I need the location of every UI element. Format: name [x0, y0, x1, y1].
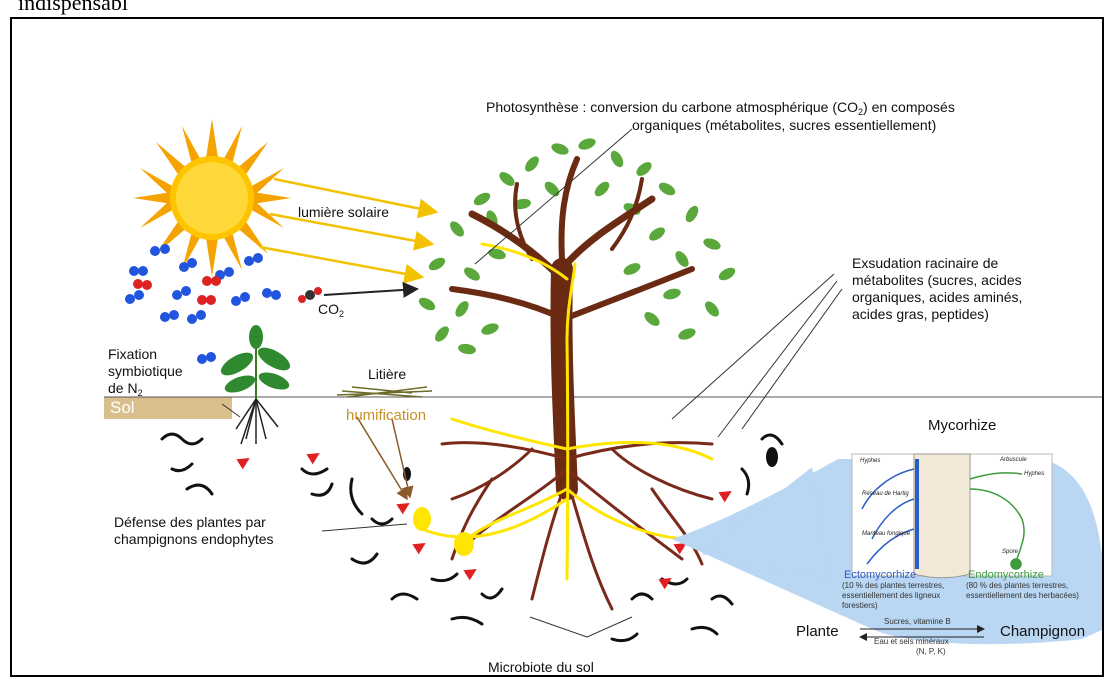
litter-label: Litière [368, 366, 407, 382]
microbiota-label: Microbiote du sol [488, 659, 594, 675]
plant-label: Plante [796, 623, 839, 640]
small-plant-icon [220, 325, 291, 445]
tree-crown [418, 138, 736, 355]
page-heading-fragment: indispensabl [18, 0, 128, 15]
co2-molecules-icon [125, 244, 322, 364]
soil-label: Sol [110, 398, 135, 417]
litter-icon [336, 386, 433, 398]
sugars-label: Sucres, vitamine B [884, 617, 951, 626]
ectomycorrhiza-hyphae [861, 459, 919, 569]
sun-icon [133, 119, 291, 277]
sunlight-arrows [259, 177, 439, 284]
diagram-canvas [104, 119, 1102, 645]
co2-arrow [323, 281, 419, 298]
root-section [913, 453, 971, 579]
spore-label: Spore [1002, 549, 1019, 555]
soil-band [104, 397, 232, 419]
defense-label: Défense des plantes par champignons endo… [114, 514, 274, 547]
endomycorrhiza-hyphae [969, 472, 1025, 570]
minerals-detail-label: (N, P, K) [916, 647, 946, 656]
photosynthesis-label: Photosynthèse : conversion du carbone at… [486, 99, 955, 117]
co2-label: CO2 [318, 301, 345, 319]
hyphae-label-right: Hyphes [1024, 471, 1045, 477]
hyphae-label-left: Hyphes [860, 458, 881, 464]
diagram-frame: Photosynthèse : conversion du carbone at… [10, 17, 1104, 677]
sunlight-label: lumière solaire [298, 204, 390, 220]
minerals-label: Eau et sels minéraux [874, 637, 949, 646]
fungal-mantle-label: Manteau fongique [862, 531, 911, 537]
arbuscule-label: Arbuscule [1000, 457, 1027, 463]
mycorrhiza-title: Mycorhize [928, 417, 997, 434]
ectomycorrhiza-label: Ectomycorhize [844, 569, 917, 581]
fungus-label: Champignon [1000, 623, 1086, 640]
soil-microbes-icon [160, 432, 784, 643]
humification-label: humification [346, 407, 427, 424]
photosynthesis-label-line2: organiques (métabolites, sucres essentie… [632, 117, 937, 133]
endomycorrhiza-label: Endomycorhize [968, 569, 1044, 581]
nitrogen-fixation-label: Fixation symbiotique de N2 [108, 346, 183, 398]
endomycorrhiza-note: (80 % des plantes terrestres, essentiell… [966, 581, 1079, 600]
exudation-label: Exsudation racinaire de métabolites (suc… [852, 255, 1023, 322]
exchange-arrows [859, 625, 985, 641]
red-arrows [236, 452, 732, 590]
exudate-drops-icon [413, 507, 707, 556]
hartig-net-label: Réseau de Hartig [862, 491, 909, 497]
ectomycorrhiza-note: (10 % des plantes terrestres, essentiell… [842, 581, 945, 610]
